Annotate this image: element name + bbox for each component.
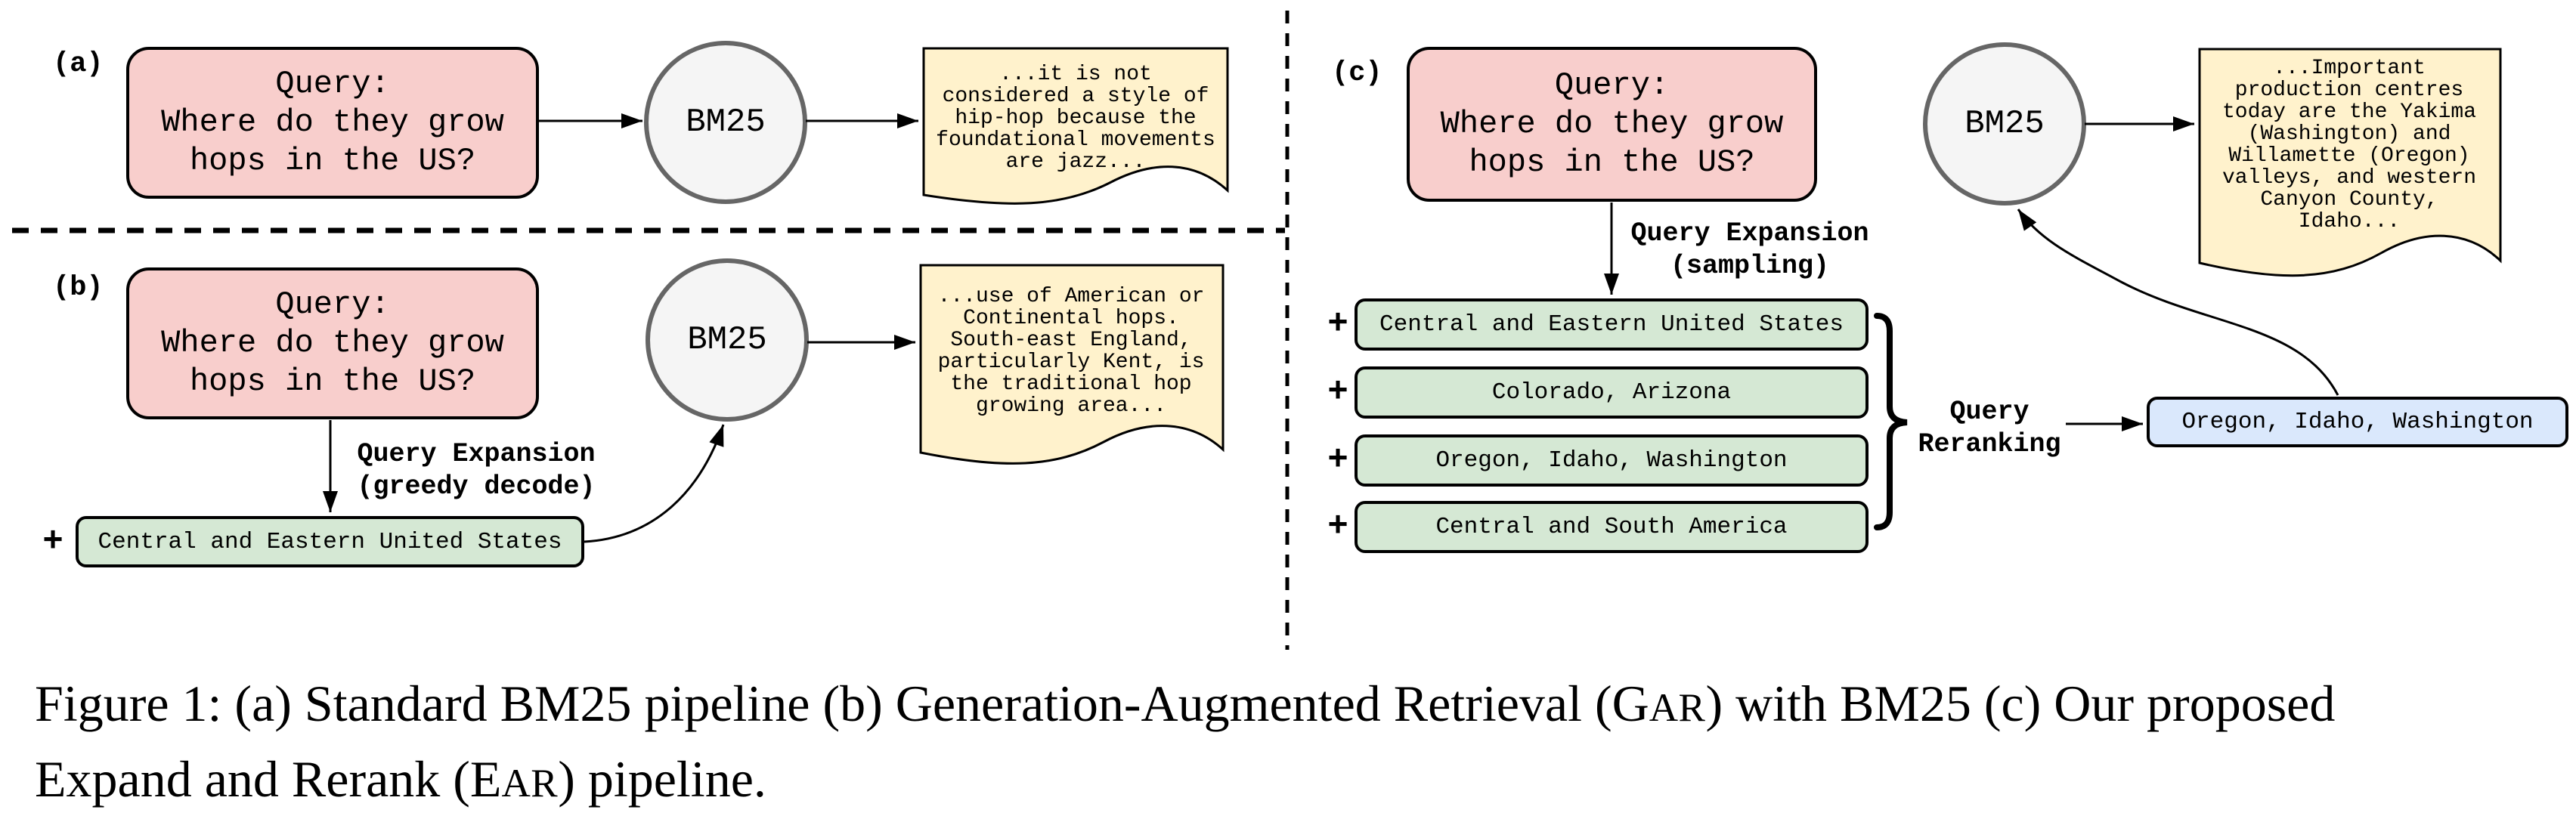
query-expansion-label-b: Query Expansion (greedy decode) (357, 439, 596, 502)
document-text-a: ...it is not considered a style of hip-h… (936, 63, 1215, 174)
curve-result-to-bm25-c (2017, 209, 2339, 396)
brace-expansions-c (1874, 313, 1908, 530)
query-box-c: Query: Where do they grow hops in the US… (1407, 47, 1817, 202)
bm25-label-a: BM25 (686, 104, 766, 141)
bm25-label-b: BM25 (687, 321, 767, 359)
panel-label-b: (b) (53, 272, 104, 304)
reranked-query-box: Oregon, Idaho, Washington (2147, 397, 2568, 447)
document-note-shape-a (922, 47, 1229, 205)
expansion-box-c2: Colorado, Arizona (1355, 366, 1869, 419)
caption-line-1: Figure 1: (a) Standard BM25 pipeline (b)… (35, 675, 2336, 732)
plus-sign-c2: + (1327, 372, 1348, 412)
query-box-a: Query: Where do they grow hops in the US… (126, 47, 539, 199)
bm25-circle-c (1923, 42, 2086, 206)
expansion-box-c1: Central and Eastern United States (1355, 298, 1869, 351)
figure-caption: Figure 1: (a) Standard BM25 pipeline (b)… (35, 668, 2567, 816)
query-expansion-label-c: Query Expansion (sampling) (1630, 218, 1869, 281)
query-box-b: Query: Where do they grow hops in the US… (126, 267, 539, 419)
bm25-circle-b (646, 258, 809, 422)
document-note-shape-b (919, 264, 1225, 465)
caption-line-2: Expand and Rerank (EAR) pipeline. (35, 750, 766, 808)
plus-sign-c4: + (1327, 507, 1348, 546)
document-text-c: ...Important production centres today ar… (2221, 57, 2477, 233)
bm25-circle-a (644, 41, 807, 204)
bm25-label-c: BM25 (1965, 105, 2045, 143)
document-text-b: ...use of American or Continental hops. … (937, 285, 1205, 418)
plus-sign-c3: + (1327, 440, 1348, 480)
query-reranking-label: Query Reranking (1918, 397, 2061, 459)
plus-sign-c1: + (1327, 304, 1348, 344)
panel-label-c: (c) (1332, 57, 1382, 89)
expansion-box-b: Central and Eastern United States (76, 516, 584, 567)
expansion-box-c3: Oregon, Idaho, Washington (1355, 434, 1869, 487)
document-note-shape-c (2198, 48, 2502, 277)
plus-sign-b: + (42, 522, 63, 561)
expansion-box-c4: Central and South America (1355, 501, 1869, 553)
panel-label-a: (a) (53, 48, 104, 80)
curve-expansion-to-bm25-b (584, 424, 725, 543)
